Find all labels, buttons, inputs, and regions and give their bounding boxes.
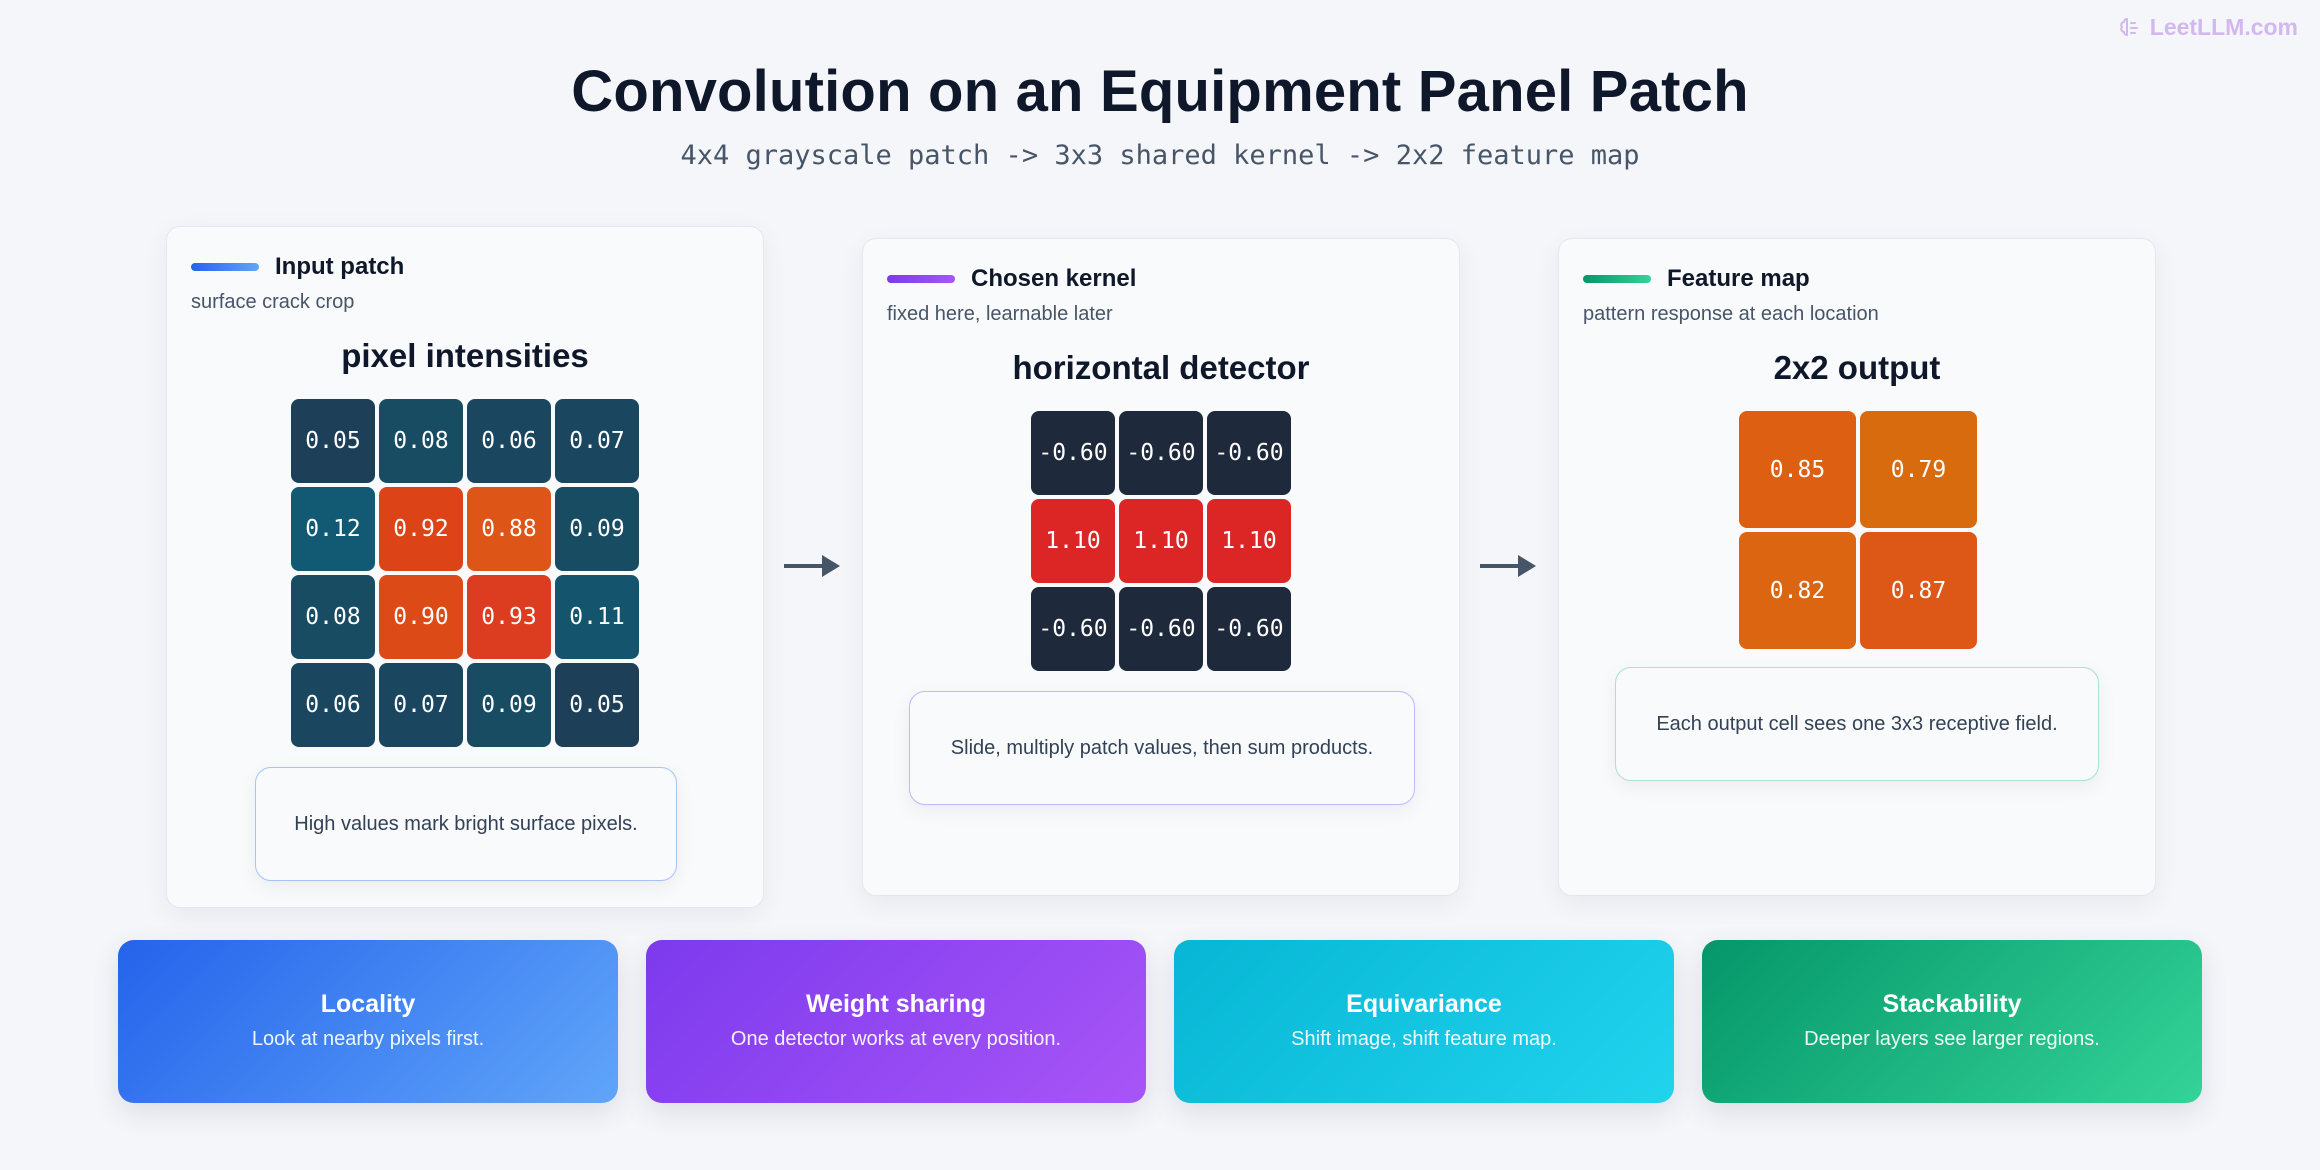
card-title: Weight sharing	[805, 990, 987, 1018]
panel-header: Input patch	[191, 253, 404, 281]
input-cell: 0.05	[555, 663, 639, 747]
grid-title: pixel intensities	[341, 337, 589, 374]
feature-map-panel: Feature map pattern response at each loc…	[1558, 238, 2156, 896]
input-cell: 0.08	[379, 399, 463, 483]
input-patch-panel: Input patch surface crack crop pixel int…	[166, 226, 764, 908]
arrow-right-icon	[1480, 555, 1536, 577]
card-title: Stackability	[1882, 990, 2022, 1018]
output-cell: 0.85	[1739, 411, 1856, 528]
input-cell: 0.88	[467, 487, 551, 571]
input-cell: 0.06	[467, 399, 551, 483]
input-cell: 0.09	[467, 663, 551, 747]
accent-bar	[191, 263, 259, 271]
grid-title: horizontal detector	[1012, 349, 1310, 386]
accent-bar	[887, 275, 955, 283]
kernel-cell: -0.60	[1031, 411, 1115, 495]
brain-icon	[2120, 17, 2138, 36]
grid-title: 2x2 output	[1773, 349, 1941, 386]
input-cell: 0.93	[467, 575, 551, 659]
panel-header: Chosen kernel	[887, 265, 1136, 293]
card-description: Deeper layers see larger regions.	[1804, 1028, 2100, 1050]
page-subtitle: 4x4 grayscale patch -> 3x3 shared kernel…	[680, 140, 1640, 171]
output-note: Each output cell sees one 3x3 receptive …	[1615, 667, 2099, 781]
kernel-cell: -0.60	[1207, 587, 1291, 671]
output-cell: 0.87	[1860, 532, 1977, 649]
panel-subtitle: surface crack crop	[191, 291, 355, 313]
kernel-cell: -0.60	[1119, 411, 1203, 495]
card-title: Equivariance	[1346, 990, 1502, 1018]
card-stackability: Stackability Deeper layers see larger re…	[1702, 940, 2202, 1103]
brand-logo: LeetLLM.com	[2118, 14, 2298, 41]
kernel-cell: 1.10	[1119, 499, 1203, 583]
kernel-cell: 1.10	[1031, 499, 1115, 583]
input-cell: 0.09	[555, 487, 639, 571]
input-cell: 0.05	[291, 399, 375, 483]
input-cell: 0.06	[291, 663, 375, 747]
card-description: Shift image, shift feature map.	[1291, 1028, 1557, 1050]
input-cell: 0.07	[555, 399, 639, 483]
input-cell: 0.11	[555, 575, 639, 659]
input-cell: 0.08	[291, 575, 375, 659]
kernel-panel: Chosen kernel fixed here, learnable late…	[862, 238, 1460, 896]
output-cell: 0.79	[1860, 411, 1977, 528]
kernel-cell: -0.60	[1207, 411, 1291, 495]
card-weight-sharing: Weight sharing One detector works at eve…	[646, 940, 1146, 1103]
kernel-cell: -0.60	[1119, 587, 1203, 671]
card-equivariance: Equivariance Shift image, shift feature …	[1174, 940, 1674, 1103]
input-cell: 0.90	[379, 575, 463, 659]
panel-subtitle: fixed here, learnable later	[887, 303, 1113, 325]
panel-title: Input patch	[275, 253, 405, 280]
output-cell: 0.82	[1739, 532, 1856, 649]
card-description: One detector works at every position.	[730, 1028, 1062, 1050]
kernel-cell: 1.10	[1207, 499, 1291, 583]
kernel-note: Slide, multiply patch values, then sum p…	[909, 691, 1415, 805]
input-cell: 0.12	[291, 487, 375, 571]
panel-title: Feature map	[1667, 265, 1810, 292]
input-note: High values mark bright surface pixels.	[255, 767, 677, 881]
card-description: Look at nearby pixels first.	[251, 1028, 485, 1050]
card-locality: Locality Look at nearby pixels first.	[118, 940, 618, 1103]
page-title: Convolution on an Equipment Panel Patch	[571, 59, 1749, 124]
panel-subtitle: pattern response at each location	[1583, 303, 1879, 325]
panel-header: Feature map	[1583, 265, 1810, 293]
panel-title: Chosen kernel	[971, 265, 1137, 292]
accent-bar	[1583, 275, 1651, 283]
kernel-cell: -0.60	[1031, 587, 1115, 671]
arrow-right-icon	[784, 555, 840, 577]
input-cell: 0.92	[379, 487, 463, 571]
input-cell: 0.07	[379, 663, 463, 747]
card-title: Locality	[320, 990, 416, 1018]
brand-name: LeetLLM.com	[2149, 14, 2298, 40]
